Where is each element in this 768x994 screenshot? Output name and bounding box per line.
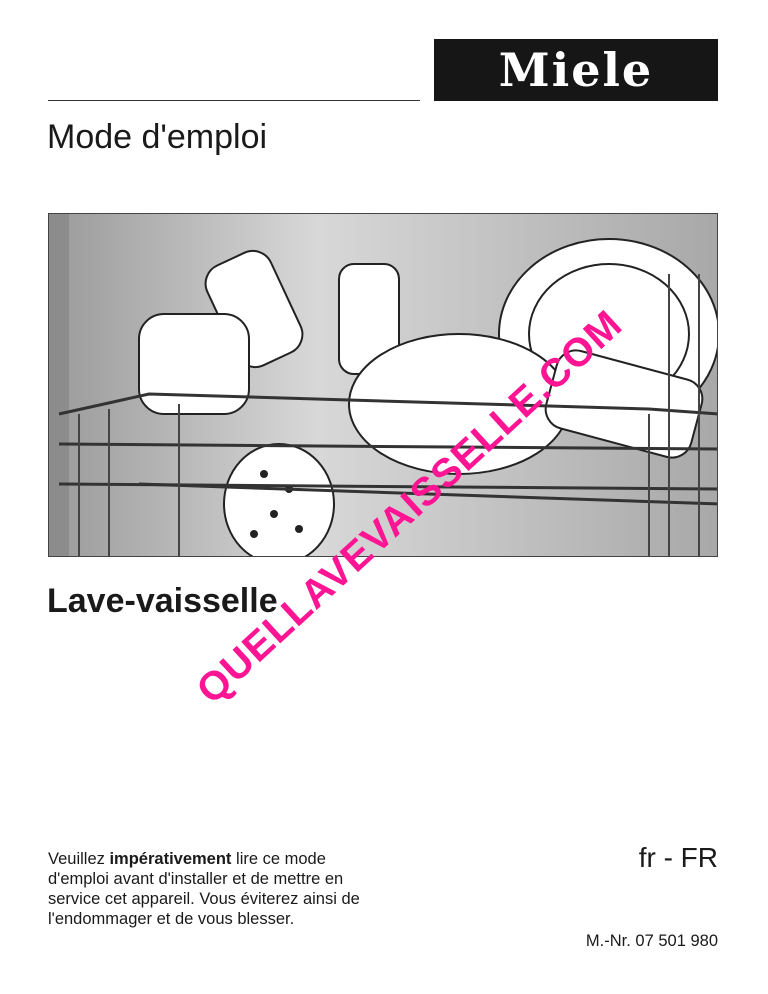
safety-notice: Veuillez impérativement lire ce mode d'e… bbox=[48, 849, 368, 929]
page-title: Mode d'emploi bbox=[47, 118, 268, 156]
miele-logo: Miele bbox=[434, 39, 718, 101]
header-divider bbox=[48, 100, 420, 101]
logo-text: Miele bbox=[498, 43, 654, 97]
notice-text-end: lire ce mode d'emploi avant d'installer … bbox=[48, 850, 360, 928]
dishwasher-rack-illustration bbox=[48, 213, 718, 557]
material-number: M.-Nr. 07 501 980 bbox=[585, 932, 718, 950]
notice-emphasis: impérativement bbox=[109, 850, 232, 868]
notice-text-start: Veuillez bbox=[48, 850, 110, 868]
product-name: Lave-vaisselle bbox=[47, 582, 278, 620]
language-code: fr - FR bbox=[638, 842, 718, 873]
